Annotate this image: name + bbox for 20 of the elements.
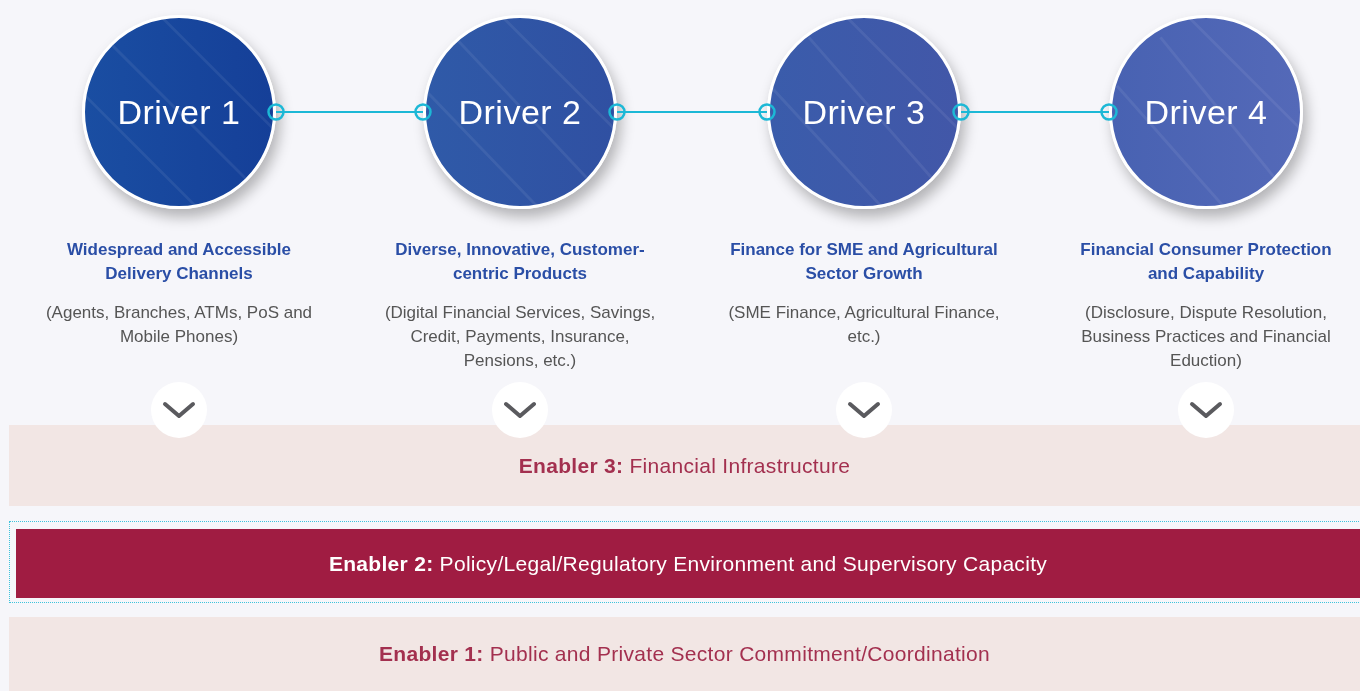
enabler-band	[9, 425, 1360, 506]
driver-description: (SME Finance, Agricultural Finance, etc.)	[727, 302, 1001, 348]
enabler-band	[16, 529, 1360, 598]
driver-description: (Agents, Branches, ATMs, PoS and Mobile Phones)	[44, 302, 314, 348]
driver-title: Driver 3	[802, 92, 926, 132]
connector-line	[608, 103, 776, 121]
driver-heading: Widespread and Accessible Delivery Channels	[65, 239, 293, 285]
connector-line	[267, 103, 432, 121]
driver-heading: Diverse, Innovative, Customer-centric Products	[394, 239, 646, 285]
driver-description: (Digital Financial Services, Savings, Credit, Payments, Insurance, Pensions, etc.)	[383, 302, 657, 372]
enabler-label: Enabler 1: Public and Private Sector Commitment/Coordination	[379, 642, 990, 666]
driver-title: Driver 2	[458, 92, 582, 132]
driver-heading: Finance for SME and Agricultural Sector Growth	[729, 239, 999, 285]
driver-heading: Financial Consumer Protection and Capability	[1079, 239, 1333, 285]
driver-title: Driver 4	[1144, 92, 1268, 132]
driver-description: (Disclosure, Dispute Resolution, Business Practices and Financial Eduction)	[1080, 302, 1332, 372]
enabler-label: Enabler 3: Financial Infrastructure	[518, 453, 851, 478]
enabler-label: Enabler 2: Policy/Legal/Regulatory Environment and Supervisory Capacity	[328, 551, 1048, 576]
driver-title: Driver 1	[117, 92, 241, 132]
connector-line	[952, 103, 1118, 121]
